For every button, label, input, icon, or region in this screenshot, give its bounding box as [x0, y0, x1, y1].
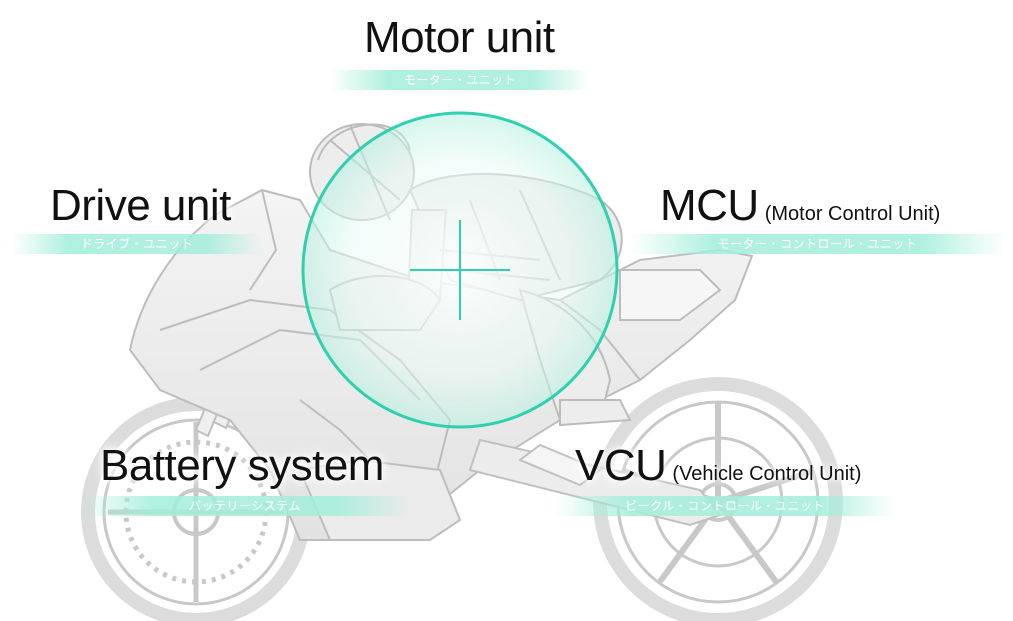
vcu-subtitle: (Vehicle Control Unit): [672, 463, 862, 485]
vcu-kana: ビークル・コントロール・ユニット: [625, 499, 825, 513]
mcu-label: MCU(Motor Control Unit) モーター・コントロール・ユニット: [630, 182, 1005, 262]
battery-system-title: Battery system: [100, 441, 384, 490]
drive-unit-title: Drive unit: [50, 181, 231, 230]
mcu-subtitle: (Motor Control Unit): [764, 203, 941, 225]
battery-system-label: Battery system バッテリーシステム: [80, 440, 410, 520]
vcu-band: ビークル・コントロール・ユニット: [555, 496, 895, 516]
battery-system-kana: バッテリーシステム: [189, 499, 301, 513]
drive-unit-band: ドライブ・ユニット: [12, 234, 262, 254]
vcu-label: VCU(Vehicle Control Unit) ビークル・コントロール・ユニ…: [555, 440, 895, 520]
motor-unit-kana: モーター・ユニット: [403, 73, 517, 87]
mcu-title-row: MCU(Motor Control Unit): [660, 184, 940, 228]
vcu-title-row: VCU(Vehicle Control Unit): [575, 444, 861, 488]
drive-unit-kana: ドライブ・ユニット: [80, 237, 194, 251]
mcu-band: モーター・コントロール・ユニット: [630, 234, 1005, 254]
mcu-kana: モーター・コントロール・ユニット: [717, 237, 918, 251]
battery-system-band: バッテリーシステム: [80, 496, 410, 516]
motor-unit-highlight: [301, 111, 619, 429]
vcu-title: VCU: [575, 441, 667, 490]
mcu-title: MCU: [660, 181, 759, 230]
motor-unit-title: Motor unit: [364, 13, 555, 62]
motor-unit-label: Motor unit モーター・ユニット: [330, 14, 590, 94]
motor-unit-band: モーター・ユニット: [330, 70, 590, 90]
drive-unit-label: Drive unit ドライブ・ユニット: [12, 180, 262, 260]
